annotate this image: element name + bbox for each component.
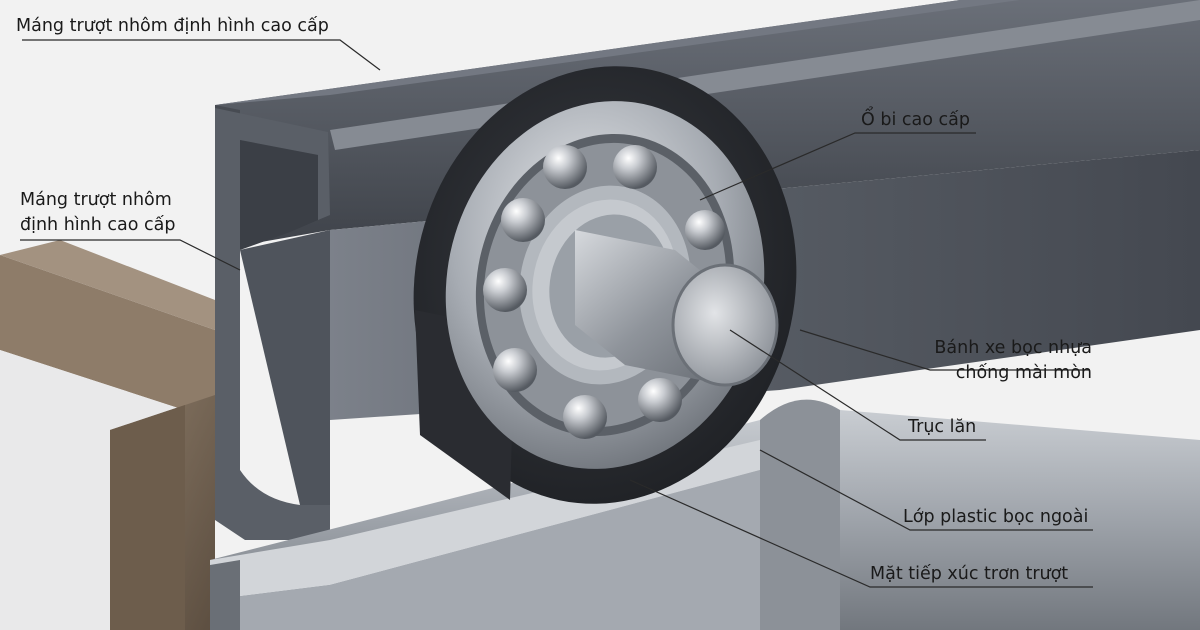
label-plastic-layer: Lớp plastic bọc ngoài: [903, 505, 1088, 530]
label-axle: Trục lăn: [908, 415, 976, 440]
label-ball-bearing-text: Ổ bi cao cấp: [861, 110, 970, 130]
label-wheel-line2: chống mài mòn: [955, 363, 1092, 383]
label-side-rail: Máng trượt nhôm định hình cao cấp: [20, 188, 210, 238]
label-wheel: Bánh xe bọc nhựa chống mài mòn: [900, 336, 1092, 386]
label-ball-bearing: Ổ bi cao cấp: [861, 108, 970, 133]
label-axle-text: Trục lăn: [908, 417, 977, 437]
label-wheel-line1: Bánh xe bọc nhựa: [934, 338, 1092, 358]
wood-cabinet: [0, 240, 215, 630]
bottom-aluminum-rail: [210, 399, 1200, 630]
label-contact-surface: Mặt tiếp xúc trơn trượt: [870, 562, 1068, 587]
label-side-rail-line1: Máng trượt nhôm: [20, 190, 172, 210]
label-contact-surface-text: Mặt tiếp xúc trơn trượt: [870, 564, 1069, 584]
leader-lines: [20, 39, 1093, 588]
label-top-rail-text: Máng trượt nhôm định hình cao cấp: [16, 16, 329, 36]
label-side-rail-line2: định hình cao cấp: [20, 215, 176, 235]
label-plastic-layer-text: Lớp plastic bọc ngoài: [903, 507, 1089, 527]
wheel-assembly: [413, 66, 797, 504]
label-top-rail: Máng trượt nhôm định hình cao cấp: [16, 14, 329, 39]
